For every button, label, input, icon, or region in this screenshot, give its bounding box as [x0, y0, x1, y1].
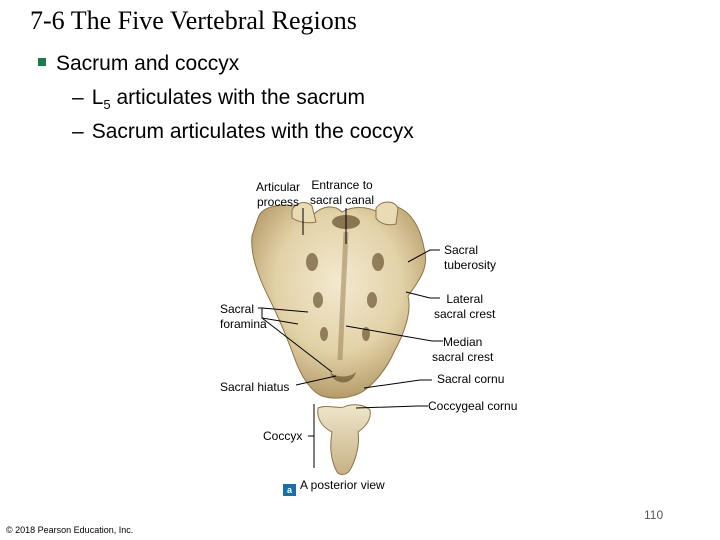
bullet-square-icon — [38, 58, 46, 66]
foramen — [320, 327, 328, 341]
bullet-text: Sacrum and coccyx — [56, 52, 240, 75]
label-coccyx: Coccyx — [263, 429, 303, 443]
foramen — [362, 327, 370, 341]
foramen — [313, 292, 323, 308]
foramen — [306, 253, 318, 271]
label-sacral-hiatus: Sacral hiatus — [220, 380, 290, 394]
figure-part-badge: a — [283, 484, 296, 496]
dash: – — [72, 120, 84, 143]
page-number: 110 — [644, 508, 664, 522]
coccyx-bone — [317, 404, 371, 475]
bullet-sacrum-coccyx: Sacrum and coccyx — [38, 52, 239, 76]
label-sacral-cornu: Sacral cornu — [437, 372, 505, 386]
sub2-text: Sacrum articulates with the coccyx — [91, 120, 414, 143]
dash: – — [72, 86, 84, 109]
sub-bullet-coccyx: –Sacrum articulates with the coccyx — [72, 120, 414, 144]
sub1-pre: L — [91, 86, 104, 109]
articular-process-left — [291, 202, 317, 224]
label-coccygeal-cornu: Coccygeal cornu — [428, 399, 518, 413]
copyright: © 2018 Pearson Education, Inc. — [6, 525, 134, 535]
foramen — [372, 253, 384, 271]
foramen — [367, 292, 377, 308]
sub1-subscript: 5 — [103, 97, 111, 113]
sacrum-bone — [251, 204, 426, 399]
sub1-post: articulates with the sacrum — [110, 86, 366, 109]
slide-title: 7-6 The Five Vertebral Regions — [30, 6, 357, 35]
label-posterior-view: A posterior view — [300, 478, 385, 492]
median-crest — [337, 231, 349, 361]
sub-bullet-l5: –L5 articulates with the sacrum — [72, 86, 365, 112]
articular-process-right — [375, 201, 399, 226]
sacral-hiatus-shape — [330, 372, 356, 383]
